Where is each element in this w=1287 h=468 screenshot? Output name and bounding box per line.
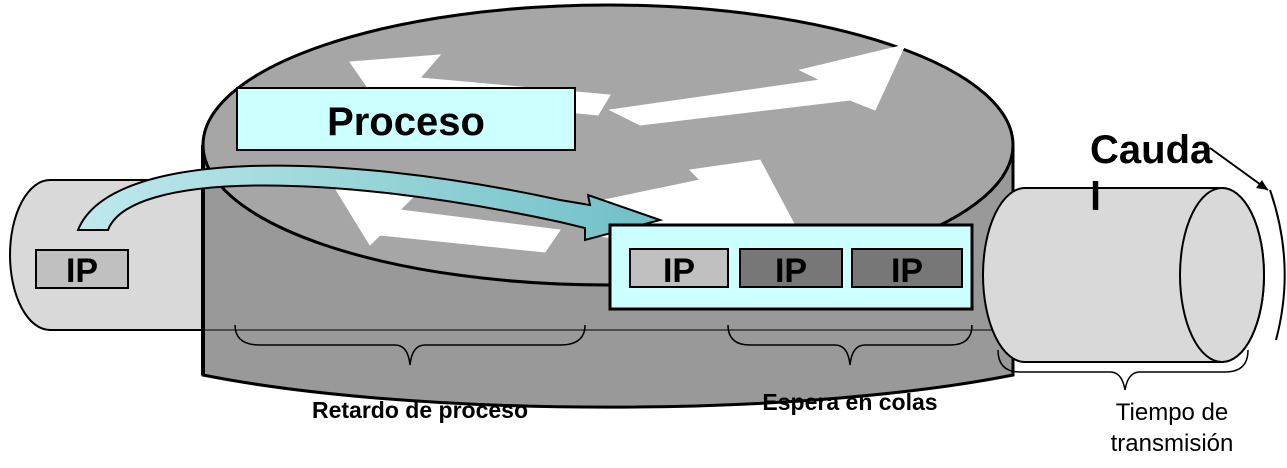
tiempo-label-line2: transmisión: [1111, 430, 1234, 457]
brace-retardo: [234, 324, 586, 366]
queue-packet-1-label: IP: [663, 252, 695, 290]
arrow-left-bottom: [334, 187, 561, 253]
espera-label: Espera en colas: [762, 389, 937, 415]
output-pipe: [982, 187, 1265, 363]
queue-packet-3-label: IP: [891, 252, 923, 290]
arrow-right-top-2: [608, 44, 906, 126]
brace-espera: [727, 324, 973, 366]
caudal-annotation: Cauda l: [1090, 128, 1286, 341]
tiempo-label-line1: Tiempo de: [1116, 399, 1229, 426]
brace-tiempo: [997, 349, 1249, 391]
process-path-arrow: [76, 164, 664, 242]
queue-box: IP IP IP: [608, 223, 974, 311]
input-packet-label: IP: [66, 252, 98, 290]
caudal-label-line1: Cauda: [1090, 128, 1213, 172]
process-label: Proceso: [327, 100, 485, 144]
queue-packet-2-label: IP: [775, 252, 807, 290]
caudal-label-line2: l: [1090, 175, 1101, 219]
input-packet: IP: [35, 249, 129, 290]
process-box: Proceso: [236, 87, 576, 151]
retardo-label: Retardo de proceso: [312, 397, 528, 423]
